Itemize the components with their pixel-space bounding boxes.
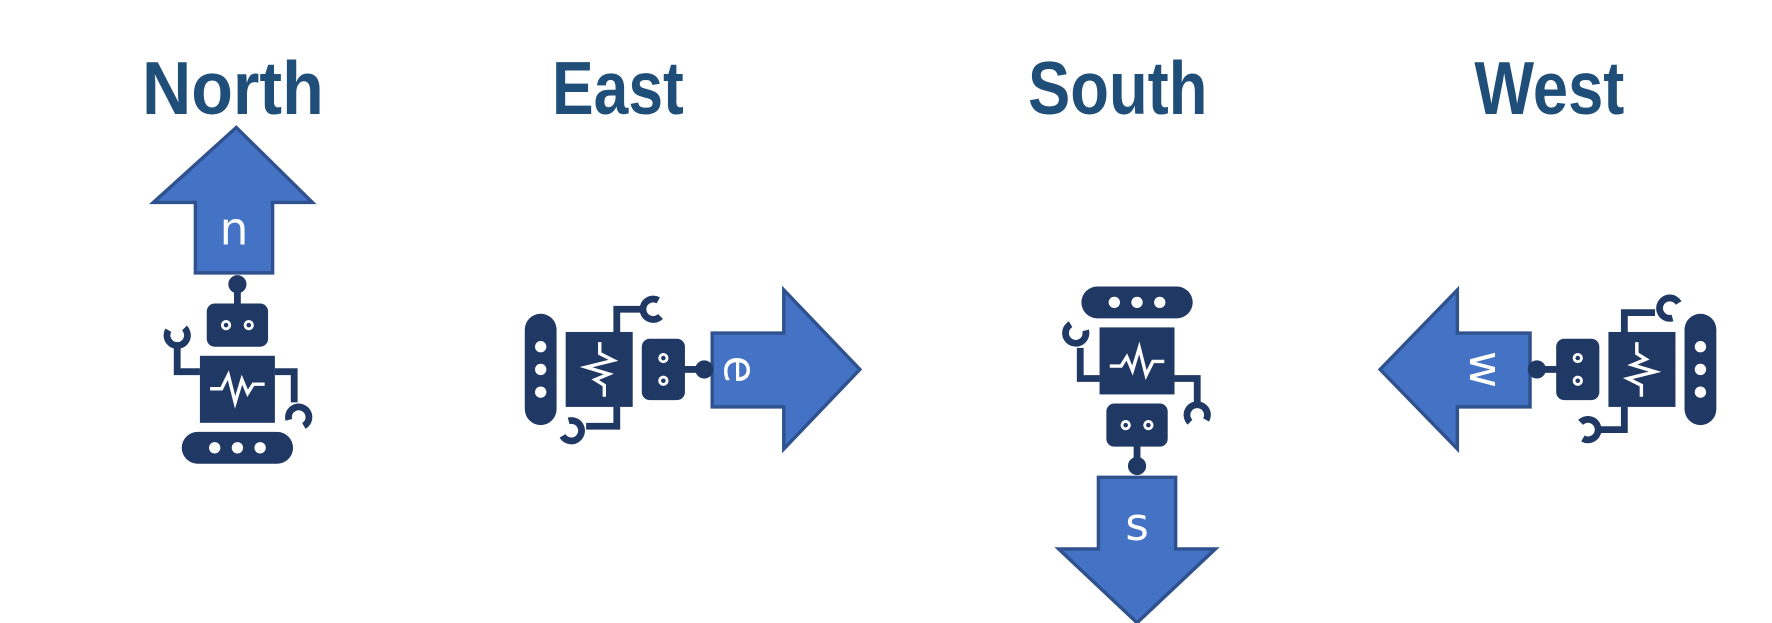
title-north: North <box>142 46 324 130</box>
direction-east: East e <box>525 46 863 454</box>
robot-icon <box>1062 287 1211 476</box>
arrow-label-west: w <box>1459 351 1512 388</box>
title-south: South <box>1028 46 1207 130</box>
direction-west: West w <box>1377 46 1717 454</box>
direction-south: South s <box>1028 46 1220 623</box>
arrow-up-icon <box>148 125 317 275</box>
robot-icon <box>525 295 714 444</box>
arrow-label-east: e <box>714 355 767 383</box>
arrow-label-south: s <box>1125 498 1149 551</box>
robot-icon <box>1528 294 1717 443</box>
title-east: East <box>552 46 684 130</box>
arrow-down-icon <box>1054 475 1220 623</box>
title-west: West <box>1474 46 1624 130</box>
direction-north: North n <box>142 46 324 464</box>
robot-icon <box>163 275 312 464</box>
arrow-label-north: n <box>220 202 249 255</box>
